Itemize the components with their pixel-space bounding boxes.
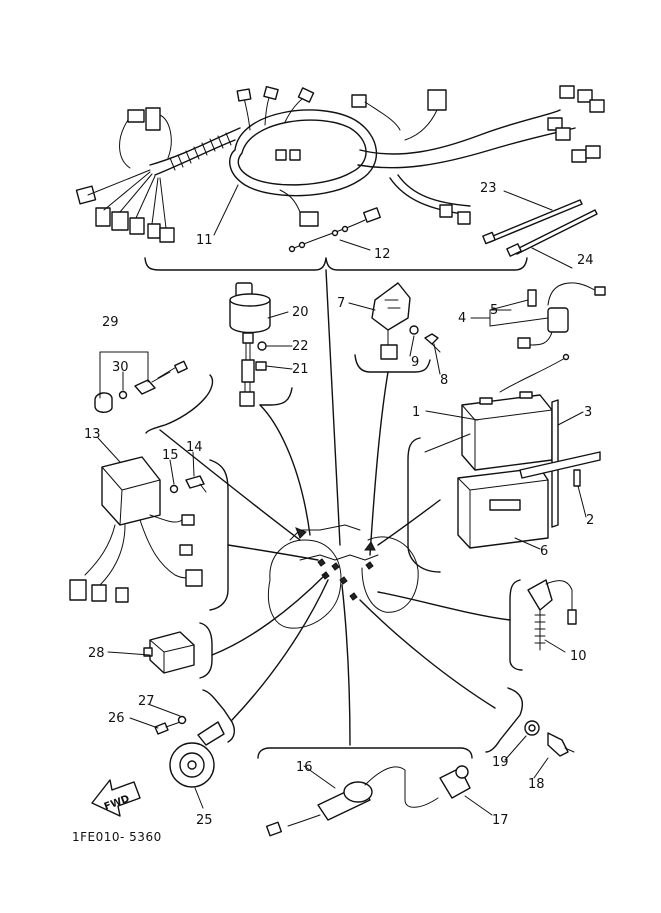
callout-12: 12 xyxy=(374,247,391,262)
callout-22: 22 xyxy=(292,339,309,354)
callout-9: 9 xyxy=(411,355,419,370)
callout-25: 25 xyxy=(196,813,213,828)
cdi-bracket xyxy=(209,459,229,611)
horn-part-25 xyxy=(169,721,225,788)
callout-26: 26 xyxy=(108,711,125,726)
callout-8: 8 xyxy=(440,373,448,388)
callout-20: 20 xyxy=(292,305,309,320)
callout-4: 4 xyxy=(458,311,466,326)
callout-21: 21 xyxy=(292,362,309,377)
callout-3: 3 xyxy=(584,405,592,420)
cdi-unit-part-13 xyxy=(69,456,207,603)
callout-numbers: 1 2 3 4 5 6 7 8 9 10 11 12 13 14 15 16 1… xyxy=(84,181,594,828)
callout-10: 10 xyxy=(570,649,587,664)
coil-bracket xyxy=(257,747,473,759)
bracket-18 xyxy=(485,687,524,753)
callout-28: 28 xyxy=(88,646,105,661)
callout-16: 16 xyxy=(296,760,313,775)
callout-29: 29 xyxy=(102,315,119,330)
horn-bracket xyxy=(202,689,236,743)
cable-ties-part-23-24 xyxy=(482,199,598,257)
callout-1: 1 xyxy=(412,405,420,420)
callout-13: 13 xyxy=(84,427,101,442)
callout-14: 14 xyxy=(186,440,203,455)
part-18-19 xyxy=(524,720,575,757)
frame-outline xyxy=(267,524,419,629)
leader-lines xyxy=(97,184,587,816)
forward-direction-icon: FWD xyxy=(91,779,141,817)
relay-bracket xyxy=(199,622,213,679)
wire-harness-part-11 xyxy=(75,85,605,243)
switch-bracket xyxy=(259,387,293,406)
plug-cap-part-17 xyxy=(439,765,471,799)
regulator-bracket xyxy=(354,354,431,373)
reference-lines xyxy=(159,269,511,746)
callout-15: 15 xyxy=(162,448,179,463)
main-switch-part-20 xyxy=(229,282,271,407)
battery-band-part-2-3 xyxy=(519,399,601,528)
callout-19: 19 xyxy=(492,755,509,770)
bracket-29 xyxy=(145,374,214,434)
battery-part-1 xyxy=(424,353,570,471)
callout-6: 6 xyxy=(540,544,548,559)
callout-30: 30 xyxy=(112,360,129,375)
plug-cap-bracket xyxy=(509,579,523,671)
callout-17: 17 xyxy=(492,813,509,828)
plug-cap-part-10 xyxy=(527,579,577,651)
battery-bracket xyxy=(407,437,441,573)
callout-11: 11 xyxy=(196,233,213,248)
callout-27: 27 xyxy=(138,694,155,709)
battery-case-part-6 xyxy=(457,467,549,549)
relay-part-28 xyxy=(143,631,195,674)
diagram-code: 1FE010- 5360 xyxy=(72,830,162,844)
ignition-coil-part-16 xyxy=(265,766,439,837)
rectifier-regulator-part-7 xyxy=(371,282,441,360)
callout-23: 23 xyxy=(480,181,497,196)
callout-24: 24 xyxy=(577,253,594,268)
washer-part-27 xyxy=(177,715,187,725)
part-29-30 xyxy=(94,360,188,413)
callout-18: 18 xyxy=(528,777,545,792)
harness-bracket xyxy=(144,257,528,271)
flasher-part-4 xyxy=(517,282,606,349)
callout-2: 2 xyxy=(586,513,594,528)
callout-5: 5 xyxy=(490,303,498,318)
callout-7: 7 xyxy=(337,296,345,311)
lead-wire-part-12 xyxy=(288,207,381,253)
